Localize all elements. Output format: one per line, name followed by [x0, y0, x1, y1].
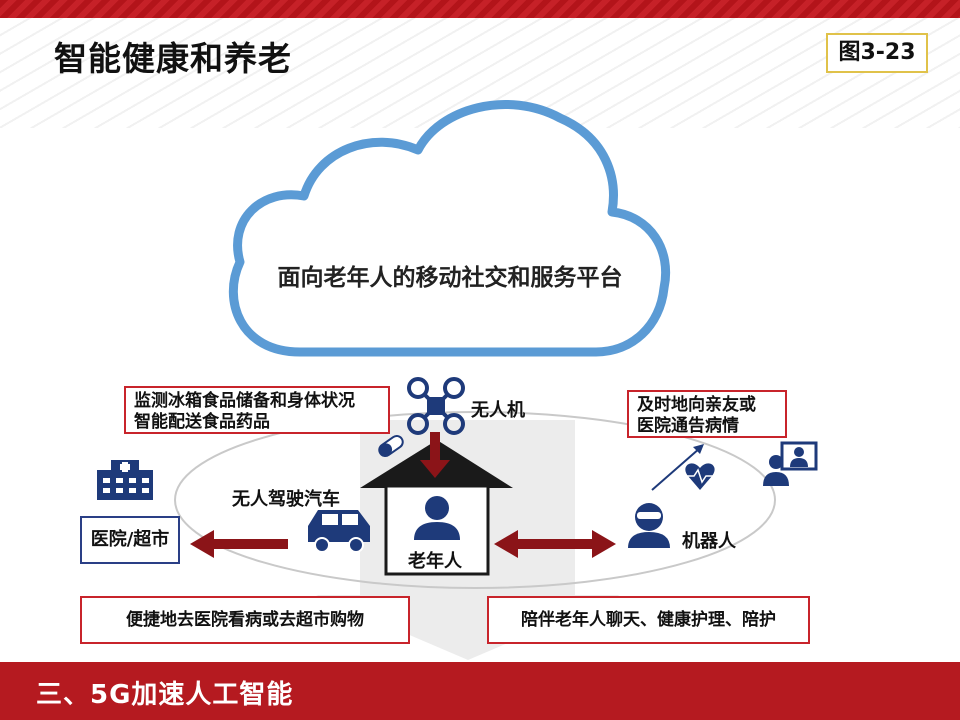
- notify-note-box: 及时地向亲友或 医院通告病情: [627, 390, 787, 438]
- robot-icon: [628, 503, 670, 548]
- hospital-icon: [97, 460, 153, 500]
- drone-down-arrow: [420, 432, 450, 478]
- robot-label: 机器人: [682, 531, 736, 552]
- monitor-note-line-1: 监测冰箱食品储备和身体状况: [134, 391, 355, 411]
- notify-note-line-2: 医院通告病情: [637, 416, 739, 436]
- notify-note-line-1: 及时地向亲友或: [637, 395, 756, 415]
- cloud-platform-label: 面向老年人的移动社交和服务平台: [277, 265, 623, 291]
- figure-label: 图3-23: [826, 33, 928, 73]
- companion-note-box: 陪伴老年人聊天、健康护理、陪护: [487, 596, 810, 644]
- video-call-icon: [763, 441, 818, 486]
- footer-bar: [0, 662, 960, 720]
- page-title: 智能健康和养老: [54, 39, 292, 78]
- elderly-label: 老年人: [408, 551, 462, 572]
- pill-icon: [378, 434, 404, 458]
- double-arrow: [494, 530, 616, 558]
- car-icon: [308, 510, 370, 553]
- monitor-note-box: 监测冰箱食品储备和身体状况 智能配送食品药品: [124, 386, 390, 434]
- hospital-supermarket-box: 医院/超市: [80, 516, 180, 564]
- heart-icon: [651, 444, 715, 491]
- house-icon: [360, 440, 513, 576]
- footer-section-title: 三、5G加速人工智能: [36, 680, 294, 710]
- car-label: 无人驾驶汽车: [232, 489, 340, 510]
- drone-label: 无人机: [471, 400, 525, 421]
- left-arrow: [190, 530, 288, 558]
- drone-icon: [407, 377, 465, 435]
- transport-note-box: 便捷地去医院看病或去超市购物: [80, 596, 410, 644]
- monitor-note-line-2: 智能配送食品药品: [134, 412, 270, 432]
- top-stripe-bar: [0, 0, 960, 18]
- cloud-shape: [228, 100, 670, 357]
- orbit-ellipse: [174, 411, 776, 589]
